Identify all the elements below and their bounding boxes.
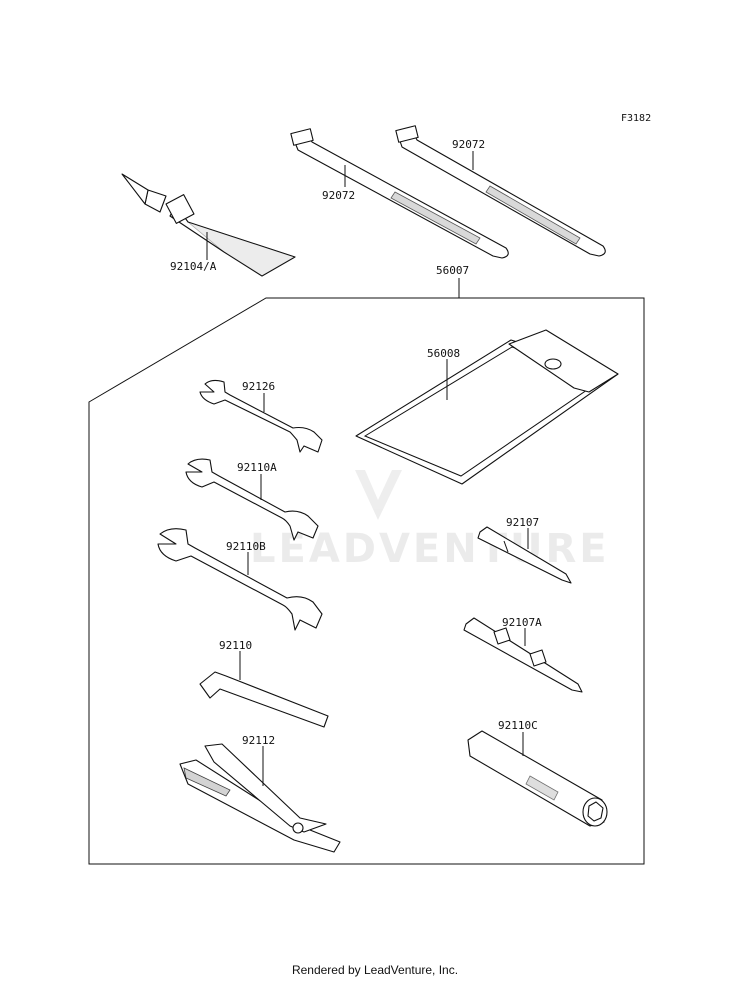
kit-boundary [88, 297, 645, 865]
label-screwdriver-2[interactable]: 92107A [502, 616, 542, 629]
screwdriver-bit-92107-icon[interactable] [477, 526, 572, 584]
label-pliers[interactable]: 92112 [242, 734, 275, 747]
watermark-logo-icon [355, 470, 402, 520]
label-wrench-2[interactable]: 92110A [237, 461, 277, 474]
tool-bag-icon[interactable] [355, 329, 619, 485]
label-kit[interactable]: 56007 [436, 264, 469, 277]
label-bag[interactable]: 56008 [427, 347, 460, 360]
hex-key-icon[interactable] [199, 671, 329, 728]
cable-tie-left-icon[interactable] [290, 128, 509, 259]
wrench-92126-icon[interactable] [199, 379, 323, 453]
figure-code: F3182 [621, 113, 651, 124]
label-tie-left[interactable]: 92072 [322, 189, 355, 202]
label-tube[interactable]: 92104/A [170, 260, 217, 273]
label-screwdriver-1[interactable]: 92107 [506, 516, 539, 529]
label-wrench-1[interactable]: 92126 [242, 380, 275, 393]
label-socket-wrench[interactable]: 92110C [498, 719, 538, 732]
wrench-92110b-icon[interactable] [157, 528, 323, 631]
pliers-icon[interactable] [179, 743, 341, 853]
label-hex-key[interactable]: 92110 [219, 639, 252, 652]
label-tie-right[interactable]: 92072 [452, 138, 485, 151]
wrench-92110a-icon[interactable] [185, 458, 319, 541]
screwdriver-92107a-icon[interactable] [463, 617, 583, 693]
label-wrench-3[interactable]: 92110B [226, 540, 266, 553]
footer-credit: Rendered by LeadVenture, Inc. [291, 963, 459, 977]
cable-tie-right-icon[interactable] [395, 125, 606, 257]
socket-wrench-icon[interactable] [467, 730, 608, 827]
grease-tube-icon[interactable] [121, 173, 296, 277]
